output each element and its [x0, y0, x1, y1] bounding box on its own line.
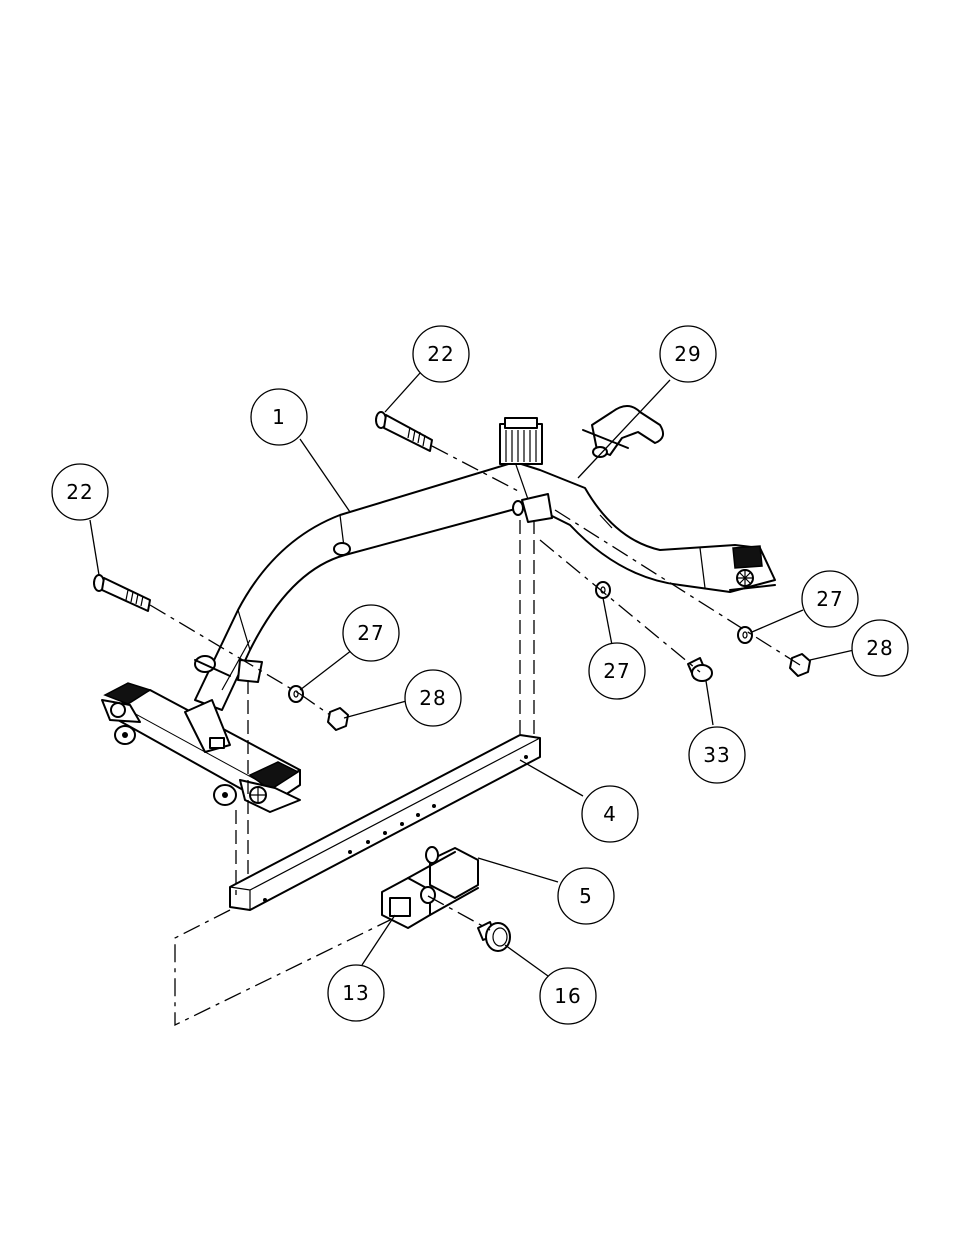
callout-33: 33	[689, 727, 745, 783]
callout-label-27-right: 27	[816, 587, 843, 611]
callout-label-28-left: 28	[419, 686, 446, 710]
bolt-22-left	[94, 575, 150, 611]
callout-label-13: 13	[342, 981, 369, 1005]
callout-27-middle: 27	[589, 643, 645, 699]
callout-label-33: 33	[703, 743, 730, 767]
callout-label-28-right: 28	[866, 636, 893, 660]
callout-label-27-middle: 27	[603, 659, 630, 683]
callout-16: 16	[540, 968, 596, 1024]
handle-part-29	[583, 406, 663, 457]
callout-27-right: 27	[802, 571, 858, 627]
callout-22-left: 22	[52, 464, 108, 520]
callout-label-22-left: 22	[66, 480, 93, 504]
callout-label-27-left: 27	[357, 621, 384, 645]
callout-13: 13	[328, 965, 384, 1021]
callout-22-right: 22	[413, 326, 469, 382]
callout-label-1: 1	[272, 405, 286, 429]
bolt-22-right	[376, 412, 432, 451]
callout-29: 29	[660, 326, 716, 382]
callout-label-5: 5	[579, 884, 593, 908]
callout-label-29: 29	[674, 342, 701, 366]
callout-label-22-right: 22	[427, 342, 454, 366]
callout-28-right: 28	[852, 620, 908, 676]
knob-part-16	[478, 922, 510, 951]
callout-1: 1	[251, 389, 307, 445]
callout-28-left: 28	[405, 670, 461, 726]
callout-27-left: 27	[343, 605, 399, 661]
callout-label-16: 16	[554, 984, 581, 1008]
callout-label-4: 4	[603, 802, 617, 826]
callout-4: 4	[582, 786, 638, 842]
callout-5: 5	[558, 868, 614, 924]
